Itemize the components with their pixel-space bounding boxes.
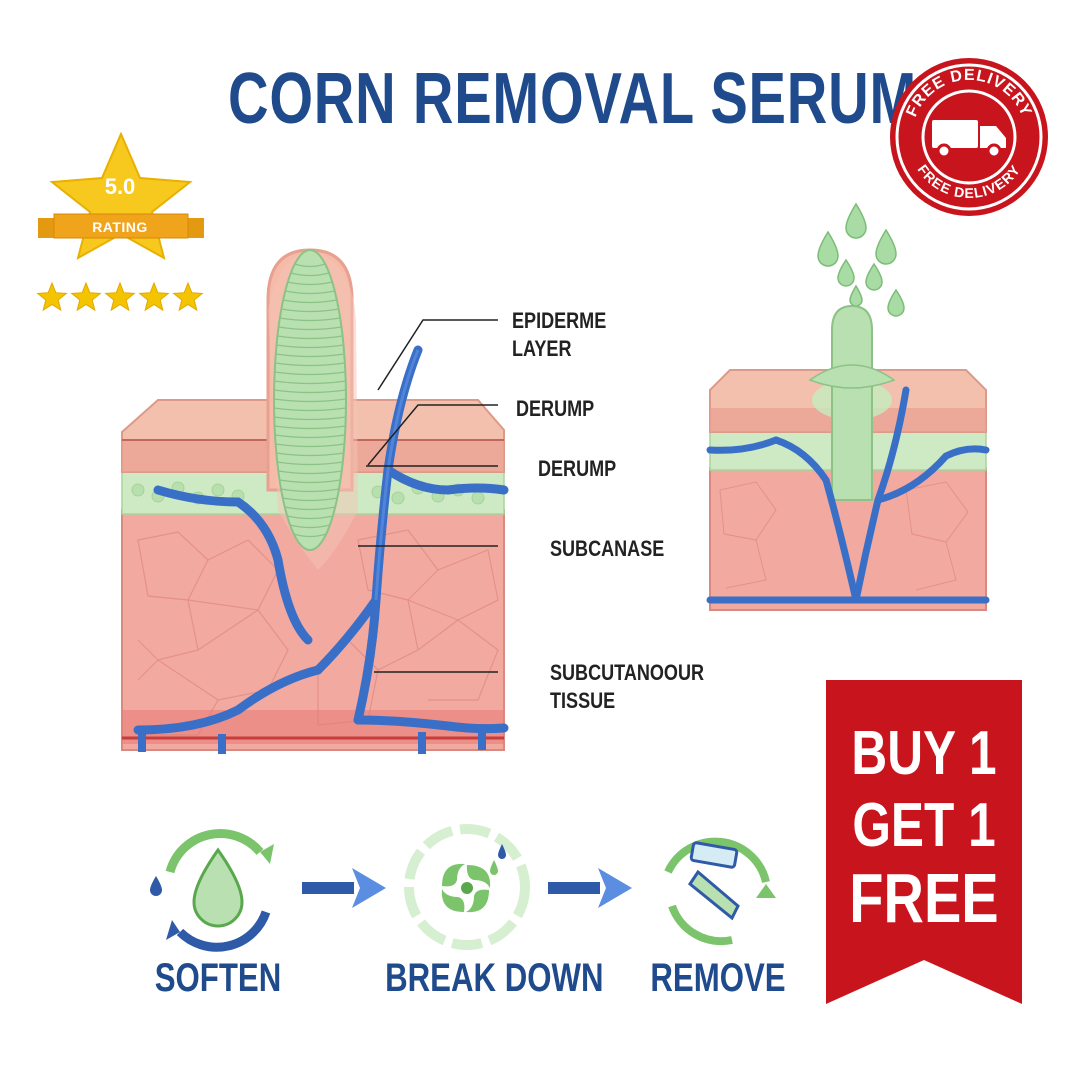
break-down-icon bbox=[404, 824, 530, 950]
step-break-down-label: BREAK DOWN bbox=[385, 956, 604, 1000]
promo-line-2: GET 1 bbox=[852, 791, 996, 860]
skin-diagram-main bbox=[121, 248, 509, 754]
rating-star-icon bbox=[138, 282, 170, 312]
softened-corn bbox=[831, 304, 873, 501]
rating-value: 5.0 bbox=[104, 174, 136, 199]
step-remove-label: REMOVE bbox=[650, 956, 786, 1000]
rating-star bbox=[38, 132, 204, 261]
rating-ribbon bbox=[53, 213, 189, 239]
label-derump-1: DERUMP bbox=[516, 396, 595, 421]
remove-icon bbox=[664, 837, 776, 946]
label-epiderme: EPIDERME bbox=[512, 308, 607, 333]
arrow-icon-2 bbox=[548, 868, 632, 908]
rating-star-icon bbox=[36, 282, 68, 312]
rating-star-icon bbox=[104, 282, 136, 312]
arrow-icon bbox=[302, 868, 386, 908]
step-soften-label: SOFTEN bbox=[154, 956, 282, 1000]
free-delivery-badge: FREE DELIVERY FREE DELIVERY bbox=[890, 58, 1048, 216]
label-subcanase: SUBCANASE bbox=[550, 536, 665, 561]
skin-diagram-treated bbox=[706, 202, 990, 611]
label-derump-2: DERUMP bbox=[538, 456, 617, 481]
promo-line-3: FREE bbox=[849, 859, 999, 937]
page-title: CORN REMOVAL SERUM bbox=[228, 59, 918, 139]
promo-text: BUY 1 GET 1 FREE bbox=[846, 718, 1003, 934]
truck-icon bbox=[932, 120, 1006, 159]
rating-star-icon bbox=[70, 282, 102, 312]
rating-stars-row bbox=[36, 282, 204, 312]
label-tissue: TISSUE bbox=[550, 688, 616, 713]
promo-ribbon bbox=[826, 680, 1022, 1004]
rating-label: RATING bbox=[92, 219, 148, 235]
label-subcutanoour: SUBCUTANOOUR bbox=[550, 660, 705, 685]
promo-line-1: BUY 1 bbox=[851, 719, 997, 788]
serum-drops bbox=[817, 202, 905, 317]
corn-core bbox=[273, 249, 347, 551]
label-layer: LAYER bbox=[512, 336, 572, 361]
soften-icon bbox=[150, 829, 274, 952]
rating-star-icon bbox=[172, 282, 204, 312]
